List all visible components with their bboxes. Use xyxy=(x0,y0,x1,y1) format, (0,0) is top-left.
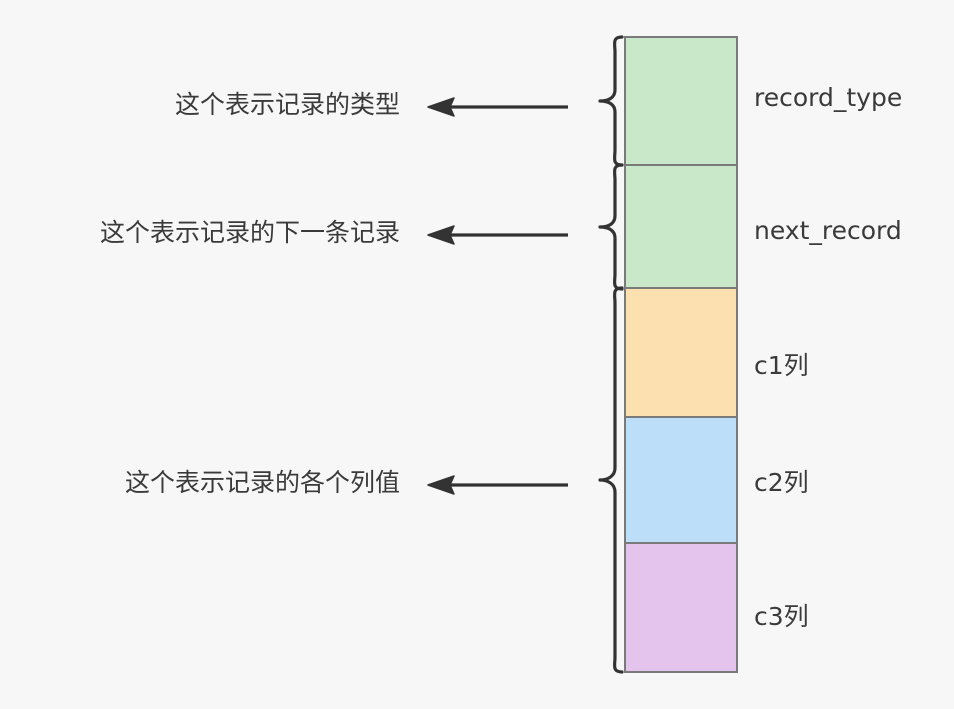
annotation-next-record: 这个表示记录的下一条记录 xyxy=(99,218,400,247)
record-cell-c3 xyxy=(624,542,738,673)
field-label-record-type: record_type xyxy=(754,83,903,112)
field-label-c1: c1列 xyxy=(754,351,809,380)
record-cell-c2 xyxy=(624,416,738,544)
brace-column-values xyxy=(596,285,626,675)
record-cell-record-type xyxy=(624,36,738,166)
record-cell-next-record xyxy=(624,164,738,289)
field-label-c2: c2列 xyxy=(754,468,809,497)
field-label-next-record: next_record xyxy=(754,216,902,245)
record-cell-c1 xyxy=(624,287,738,418)
brace-next-record xyxy=(596,162,626,292)
arrow-to-note-record-type xyxy=(427,97,568,117)
arrow-to-note-column-values xyxy=(427,475,568,495)
annotation-record-type: 这个表示记录的类型 xyxy=(174,90,400,119)
annotation-column-values: 这个表示记录的各个列值 xyxy=(124,468,400,497)
field-label-c3: c3列 xyxy=(754,602,809,631)
arrow-to-note-next-record xyxy=(427,225,568,245)
brace-record-type xyxy=(596,34,626,168)
